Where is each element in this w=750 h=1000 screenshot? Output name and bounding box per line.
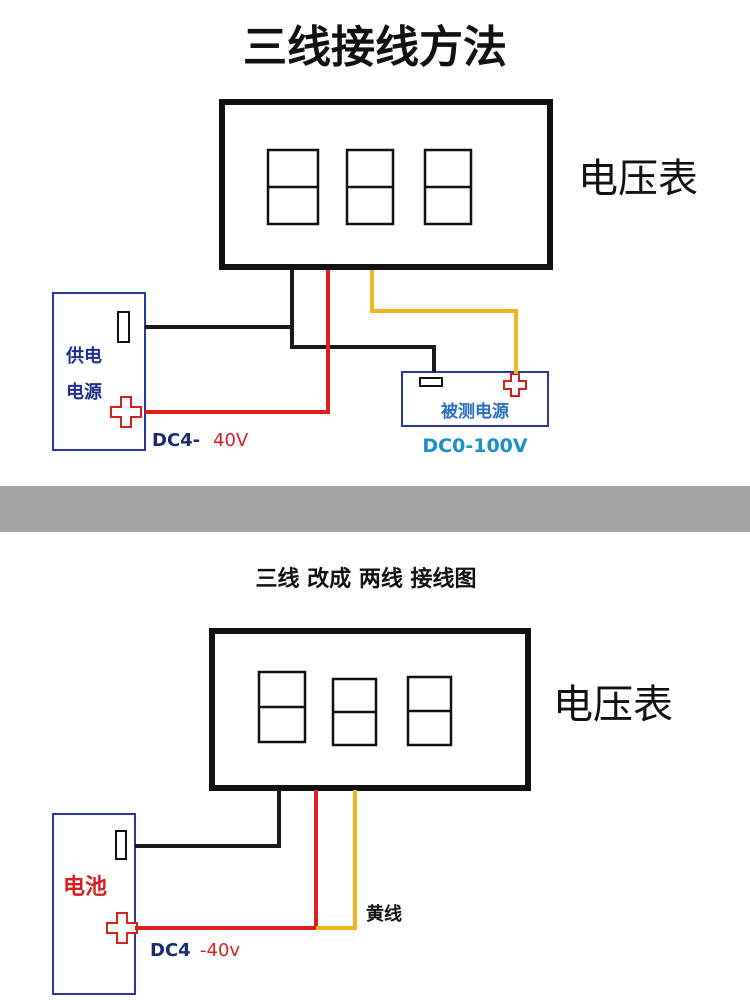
battery-box <box>52 813 136 995</box>
battery-voltage-suffix: -40v <box>200 940 240 961</box>
black-wire-supply <box>145 270 294 329</box>
yellow-wire-label: 黄线 <box>366 903 402 925</box>
battery-label: 电池 <box>63 875 107 900</box>
red-wire-supply <box>145 270 330 414</box>
yellow-wire-bridge <box>316 790 357 930</box>
black-wire-battery <box>135 790 281 848</box>
supply-voltage-suffix: 40V <box>213 430 249 451</box>
voltmeter-body <box>219 99 553 270</box>
three-wire-title: 三线接线方法 <box>243 22 507 73</box>
supply-plus-icon <box>110 396 142 428</box>
supply-voltage-prefix: DC4- <box>152 430 200 451</box>
section-divider <box>0 486 750 532</box>
red-wire-battery <box>135 790 318 930</box>
yellow-wire-measured <box>370 270 518 374</box>
battery-minus-terminal <box>115 830 127 860</box>
battery-voltage-prefix: DC4 <box>150 940 191 961</box>
battery-plus-icon <box>106 912 138 944</box>
three-wire-diagram: 三线接线方法 电压表 供电 电源 DC4- 40V 被测电源 DC0-100V <box>0 0 750 486</box>
two-wire-title: 三线 改成 两线 接线图 <box>256 566 477 592</box>
measured-source-label: 被测电源 <box>441 401 509 422</box>
three-wire-diagram-svg: 三线接线方法 电压表 供电 电源 DC4- 40V 被测电源 DC0-100V <box>52 22 698 457</box>
voltmeter-body-2 <box>209 628 531 791</box>
two-wire-diagram-svg: 三线 改成 两线 接线图 电压表 电池 DC4 -40v 黄线 <box>52 566 673 995</box>
supply-label-line1: 供电 <box>65 345 102 367</box>
measured-source-range: DC0-100V <box>422 435 527 457</box>
measured-minus-terminal <box>419 377 443 387</box>
measured-plus-icon <box>503 373 527 397</box>
voltmeter-label: 电压表 <box>578 156 698 202</box>
supply-minus-terminal <box>117 311 130 343</box>
voltmeter-label-2: 电压表 <box>553 682 673 728</box>
black-wire-measured <box>290 327 436 372</box>
seven-segment-display <box>266 148 473 226</box>
two-wire-diagram: 三线 改成 两线 接线图 电压表 电池 DC4 -40v 黄线 <box>0 532 750 1000</box>
supply-label-line2: 电源 <box>66 381 102 403</box>
seven-segment-display-2 <box>257 670 453 747</box>
